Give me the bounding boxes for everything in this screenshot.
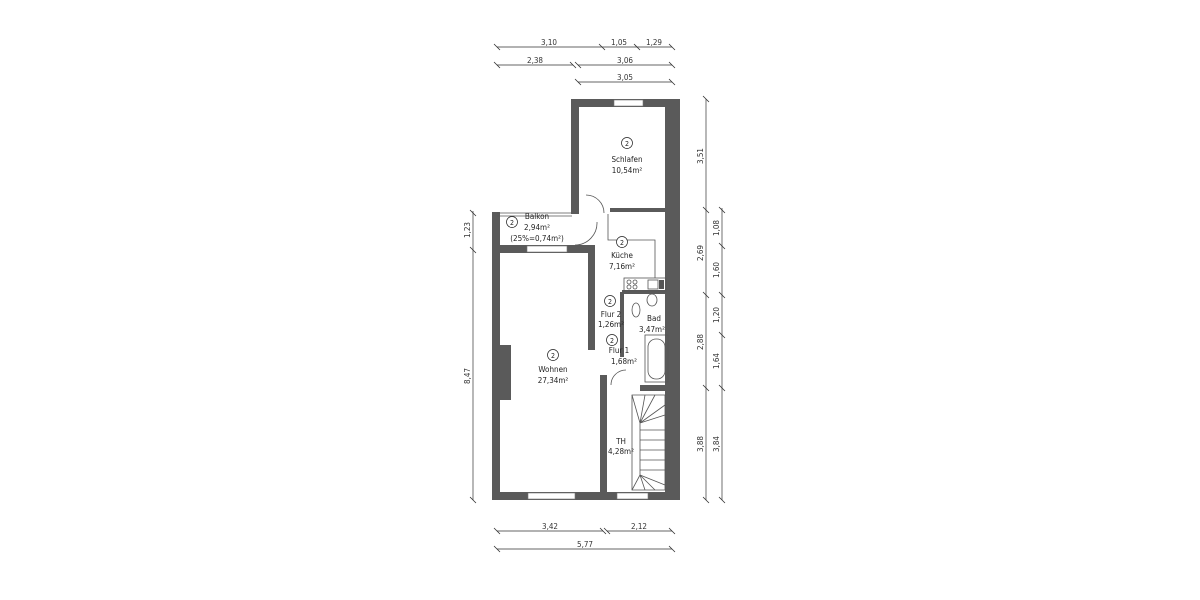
walls [492, 99, 680, 500]
room-note: (25%=0,74m²) [510, 234, 564, 243]
room-name: Balkon [525, 212, 549, 221]
dim-top-6: 3,05 [617, 73, 633, 82]
dim-top-5: 3,06 [617, 56, 633, 65]
room-number: 2 [608, 298, 612, 306]
room-th: TH 4,28m² [608, 437, 634, 456]
room-number: 2 [510, 219, 514, 227]
room-area: 7,16m² [609, 262, 635, 271]
room-name: Flur 2 [601, 310, 622, 319]
dim-top-2: 1,05 [611, 38, 627, 47]
dim-left-1: 1,23 [463, 222, 472, 238]
washbasin [631, 302, 641, 318]
room-flur-1: 2 Flur 1 1,68m² [606, 334, 637, 366]
dim-bottom-3: 5,77 [577, 540, 593, 549]
room-area: 27,34m² [538, 376, 569, 385]
room-area: 2,94m² [524, 223, 550, 232]
dim-top-1: 3,10 [541, 38, 557, 47]
dim-inner-1: 1,08 [712, 220, 721, 236]
room-area: 1,26m² [598, 320, 624, 329]
room-name: Küche [611, 251, 633, 260]
dim-right-4: 3,88 [696, 436, 705, 452]
dim-inner-2: 1,60 [712, 262, 721, 278]
room-wohnen: 2 Wohnen 27,34m² [538, 349, 569, 385]
room-bad: Bad 3,47m² [639, 314, 665, 334]
room-area: 10,54m² [612, 166, 643, 175]
dimension-lines: 3,10 1,05 1,29 2,38 3,06 3,05 3,42 2,12 … [463, 38, 726, 553]
room-area: 4,28m² [608, 447, 634, 456]
dim-inner-4: 1,64 [712, 353, 721, 369]
kitchen-counter [623, 277, 667, 292]
dim-top-3: 1,29 [646, 38, 662, 47]
dim-bottom-1: 3,42 [542, 522, 558, 531]
room-number: 2 [625, 140, 629, 148]
dim-right-3: 2,88 [696, 334, 705, 350]
dim-right-1: 3,51 [696, 148, 705, 164]
room-flur-2: 2 Flur 2 1,26m² [598, 295, 624, 329]
bathtub [644, 334, 669, 383]
room-balkon: 2 Balkon 2,94m² (25%=0,74m²) [506, 212, 564, 243]
room-name: TH [615, 437, 626, 446]
room-name: Bad [647, 314, 661, 323]
room-schlafen: 2 Schlafen 10,54m² [611, 137, 643, 175]
dim-bottom-2: 2,12 [631, 522, 647, 531]
dim-left-2: 8,47 [463, 368, 472, 384]
staircase [631, 394, 666, 491]
room-name: Schlafen [611, 155, 642, 164]
room-area: 3,47m² [639, 325, 665, 334]
dim-inner-3: 1,20 [712, 307, 721, 323]
room-name: Flur 1 [609, 346, 630, 355]
room-area: 1,68m² [611, 357, 637, 366]
dim-inner-5: 3,84 [712, 436, 721, 452]
sink [647, 279, 659, 290]
fixtures [623, 277, 669, 491]
room-number: 2 [551, 352, 555, 360]
dim-right-2: 2,69 [696, 245, 705, 261]
dim-top-4: 2,38 [527, 56, 543, 65]
toilet [646, 293, 658, 307]
room-number: 2 [620, 239, 624, 247]
room-number: 2 [610, 337, 614, 345]
room-name: Wohnen [538, 365, 567, 374]
room-kueche: 2 Küche 7,16m² [609, 236, 635, 271]
